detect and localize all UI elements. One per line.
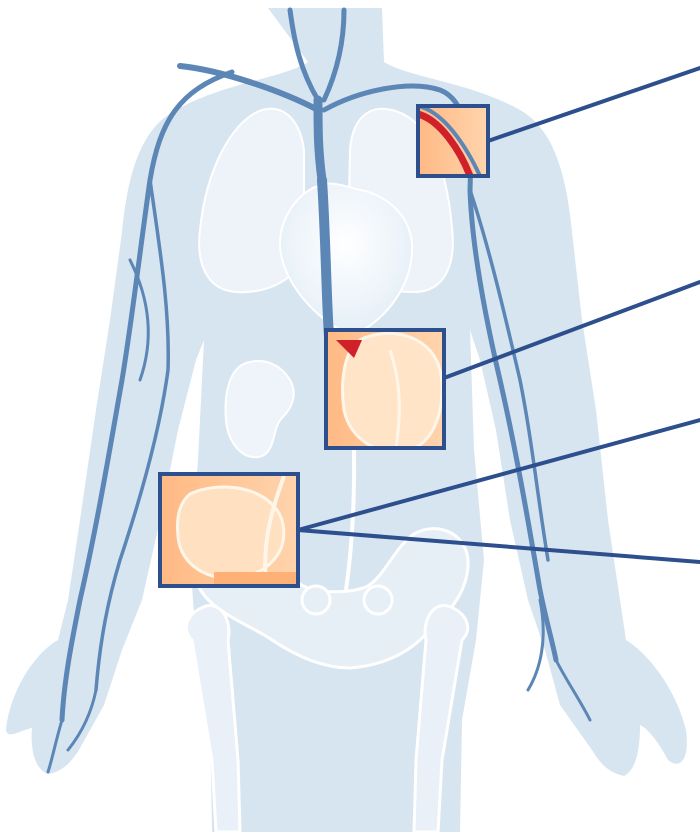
zoom-box-arm: [418, 106, 488, 176]
zoom-box-kidney: [326, 330, 444, 452]
leader-line-arm: [488, 68, 700, 141]
zoom-box-pelvis: [160, 474, 298, 586]
